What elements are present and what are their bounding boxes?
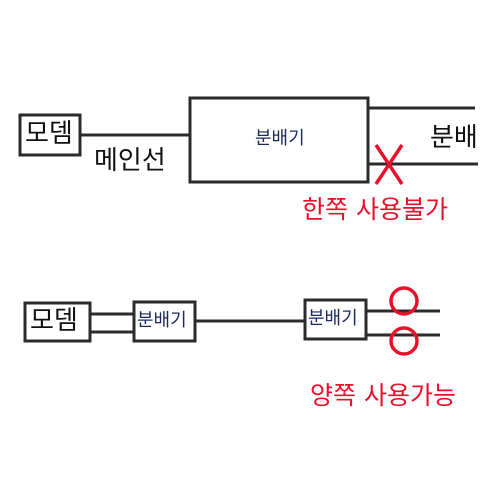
bottom-modem-box	[23, 301, 92, 343]
bottom-splitter2-box	[303, 298, 368, 341]
top-status-text: 한쪽 사용불가	[302, 195, 448, 224]
bottom-modem-label: 모뎀	[30, 306, 78, 336]
bottom-splitter1-label: 분배기	[137, 310, 187, 331]
top-modem-label: 모뎀	[25, 119, 73, 149]
top-mainline-label: 메인선	[94, 146, 166, 176]
circle-mark-icon	[389, 286, 419, 316]
top-branch-label: 분배	[430, 123, 478, 153]
bottom-splitter2-label: 분배기	[308, 308, 358, 329]
x-mark-icon	[374, 144, 404, 185]
circle-mark-icon	[389, 326, 419, 356]
top-splitter-label: 분배기	[255, 128, 305, 149]
top-splitter-box	[188, 96, 370, 184]
bottom-status-text: 양쪽 사용가능	[310, 381, 456, 410]
